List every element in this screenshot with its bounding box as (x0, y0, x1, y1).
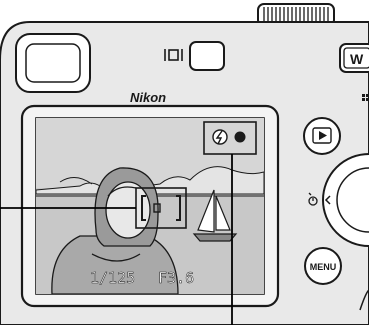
flash-ready-lamp-icon (235, 132, 246, 143)
menu-label: MENU (310, 262, 337, 272)
lcd-screen: 1/125 F3.6 (36, 118, 264, 294)
menu-button[interactable]: MENU (305, 248, 341, 284)
zoom-wide-button[interactable]: W (340, 44, 369, 72)
brand-logo: Nikon (130, 90, 166, 105)
zoom-wide-label: W (350, 51, 364, 67)
shutter-speed-readout: 1/125 (90, 269, 135, 287)
playback-button[interactable] (304, 118, 340, 154)
flash-icon (213, 130, 227, 144)
aperture-readout: F3.6 (158, 269, 194, 287)
viewfinder-window (16, 34, 90, 92)
display-button[interactable] (190, 42, 224, 70)
